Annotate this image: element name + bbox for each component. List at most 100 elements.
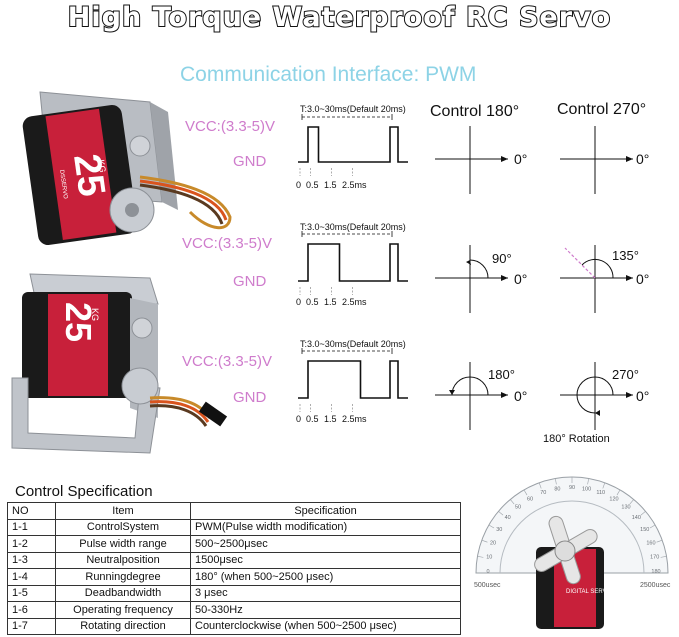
- tick-15-row2: 1.5: [324, 297, 337, 307]
- spec-value: Counterclockwise (when 500~2500 μsec): [190, 617, 461, 635]
- zero-180-row1: 0°: [514, 151, 528, 167]
- spec-title: Control Specification: [15, 483, 153, 500]
- protractor-tick-mark: [616, 489, 621, 496]
- angle-135-label: 135°: [612, 248, 639, 263]
- spec-col-no: NO: [7, 502, 56, 520]
- protractor-tick-mark: [640, 511, 646, 516]
- servo-label-text1: DSSERVO: [58, 169, 68, 199]
- protractor-tick-label: 180: [651, 569, 660, 575]
- control-axis-arrow-2: [626, 156, 633, 162]
- spec-item: ControlSystem: [55, 518, 191, 536]
- protractor-tick-mark: [510, 499, 515, 505]
- servo-label-big: 25: [65, 151, 112, 199]
- vcc-label-2: VCC:(3.3-5)V: [182, 235, 273, 252]
- protractor-right-label: 2500usec: [640, 582, 671, 589]
- control-180-heading: Control 180°: [430, 103, 520, 120]
- period-label-1: T:3.0~30ms(Default 20ms): [300, 104, 406, 114]
- zero-180-row2: 0°: [514, 271, 528, 287]
- protractor-tick-mark: [629, 499, 634, 505]
- control-axis-arrow-1: [501, 156, 508, 162]
- control-axis-arrow-4: [626, 275, 633, 281]
- control-270-heading: Control 270°: [557, 101, 647, 118]
- protractor-tick-label: 50: [515, 505, 521, 511]
- protractor-tick-label: 160: [646, 540, 655, 546]
- protractor-tick-label: 20: [490, 540, 496, 546]
- zero-270-row2: 0°: [636, 271, 650, 287]
- spec-col-spec: Specification: [190, 502, 461, 520]
- arc-270-degree: [576, 376, 614, 414]
- protractor-tick-label: 80: [554, 486, 560, 492]
- protractor-tick-label: 120: [609, 496, 618, 502]
- spec-item: Deadbandwidth: [55, 584, 191, 602]
- servo-label-unit: KG: [96, 159, 108, 173]
- page-title: High Torque Waterproof RC Servo: [67, 1, 612, 34]
- angle-270-label: 270°: [612, 367, 639, 382]
- protractor-tick-label: 10: [486, 554, 492, 560]
- control-axis-arrow-6: [626, 392, 633, 398]
- protractor-tick-label: 30: [496, 527, 502, 533]
- interface-subtitle: Communication Interface: PWM: [180, 63, 477, 86]
- tick-15-row1: 1.5: [324, 180, 337, 190]
- gnd-label-1: GND: [233, 153, 267, 170]
- servo-photo-top: 25 KG DSSERVO: [22, 91, 232, 246]
- spec-item: Operating frequency: [55, 601, 191, 619]
- tick-15-row3: 1.5: [324, 414, 337, 424]
- pwm-waveform-row2: [298, 243, 408, 282]
- protractor-tick-mark: [656, 539, 663, 543]
- protractor-tick-label: 60: [527, 496, 533, 502]
- protractor-tick-label: 170: [650, 554, 659, 560]
- spec-header-row: NO Item Specification: [7, 502, 461, 520]
- arc-180-arrowhead: [449, 390, 455, 395]
- protractor-tick-label: 150: [640, 527, 649, 533]
- gnd-label-3: GND: [233, 389, 267, 406]
- spec-item: Pulse width range: [55, 535, 191, 553]
- vcc-label-3: VCC:(3.3-5)V: [182, 353, 273, 370]
- protractor-tick-label: 140: [632, 515, 641, 521]
- zero-270-row3: 0°: [636, 388, 650, 404]
- control-axis-arrow-5: [501, 392, 508, 398]
- spec-no: 1-5: [7, 584, 56, 602]
- tick-05-row2: 0.5: [306, 297, 319, 307]
- spec-no: 1-2: [7, 535, 56, 553]
- dashed-135-line: [564, 247, 596, 279]
- angle-90-label: 90°: [492, 251, 512, 266]
- pwm-waveform-row1: [298, 126, 408, 163]
- spec-value: 50-330Hz: [190, 601, 461, 619]
- period-label-3: T:3.0~30ms(Default 20ms): [300, 339, 406, 349]
- servo-label-plate: [45, 108, 117, 241]
- protractor-tick-mark: [481, 539, 488, 543]
- spec-value: 1500μsec: [190, 551, 461, 569]
- spec-value: 180° (when 500~2500 μsec): [190, 568, 461, 586]
- vcc-label-1: VCC:(3.3-5)V: [185, 118, 276, 135]
- spec-item: Rotating direction: [55, 617, 191, 635]
- tick-05-row3: 0.5: [306, 414, 319, 424]
- protractor-tick-mark: [538, 482, 542, 489]
- spec-col-item: Item: [55, 502, 191, 520]
- spec-value: PWM(Pulse width modification): [190, 518, 461, 536]
- tick-25-row1: 2.5ms: [342, 180, 367, 190]
- tick-25-row2: 2.5ms: [342, 297, 367, 307]
- period-label-2: T:3.0~30ms(Default 20ms): [300, 222, 406, 232]
- protractor-tick-label: 0: [486, 569, 489, 575]
- protractor-servo-text: DIGITAL SERVO: [566, 589, 612, 595]
- spec-item: Runningdegree: [55, 568, 191, 586]
- spec-no: 1-1: [7, 518, 56, 536]
- protractor-tick-mark: [477, 556, 484, 558]
- tick-0-row3: 0: [296, 414, 302, 424]
- tick-0-row2: 0: [296, 297, 302, 307]
- arc-135-degree: [581, 258, 614, 279]
- zero-270-row1: 0°: [636, 151, 650, 167]
- spec-item: Neutralposition: [55, 551, 191, 569]
- control-axis-arrow-3: [501, 275, 508, 281]
- arc-270-arrowhead: [595, 410, 600, 416]
- spec-no: 1-6: [7, 601, 56, 619]
- servo-label-big-2: 25: [58, 302, 99, 342]
- arc-90-degree: [469, 259, 489, 279]
